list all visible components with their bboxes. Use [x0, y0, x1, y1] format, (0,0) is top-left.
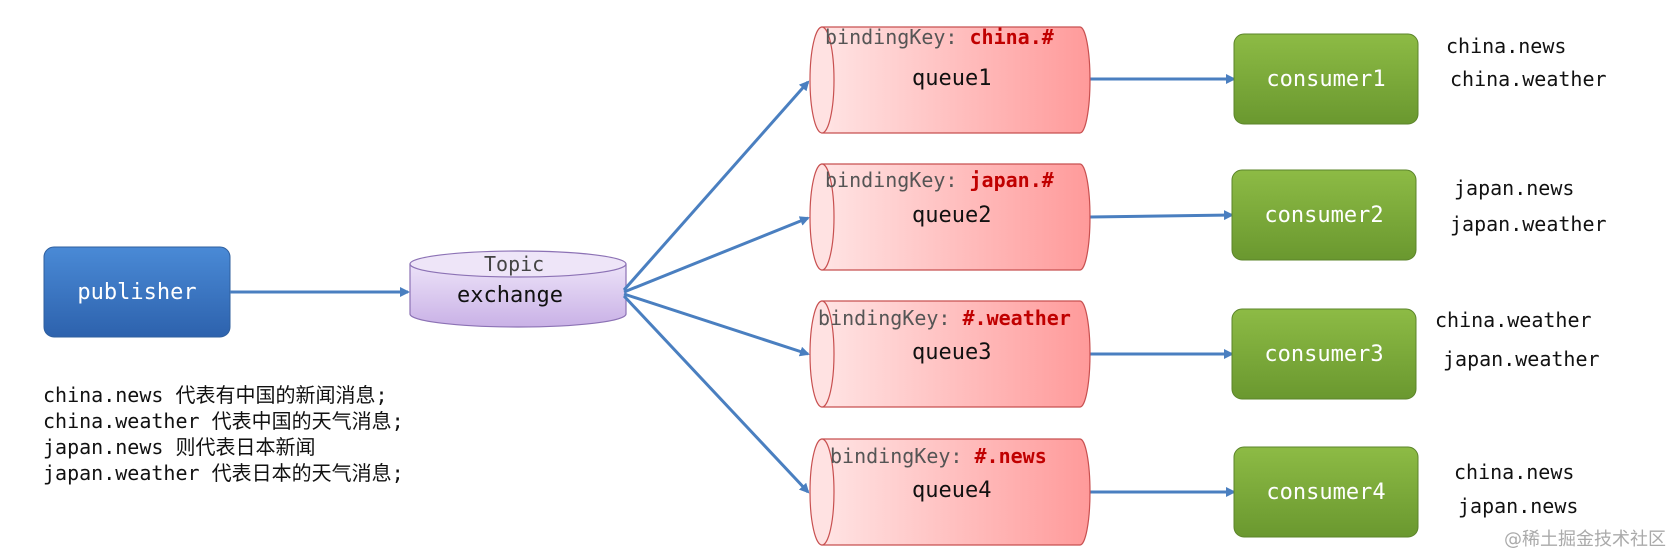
binding-prefix: bindingKey: [825, 168, 970, 192]
consumer4-routing-key: japan.news [1458, 494, 1579, 518]
consumer1-routing-key: china.news [1446, 34, 1567, 58]
arrow-exchange-queue3 [623, 292, 810, 357]
watermark: @稀土掘金技术社区 [1504, 529, 1666, 550]
queue1-binding-key: bindingKey: china.# [825, 25, 1054, 49]
arrow-exchange-queue2 [623, 216, 810, 294]
legend-line: japan.news 则代表日本新闻 [43, 435, 316, 459]
publisher-label: publisher [77, 279, 197, 305]
exchange-name-label: exchange [457, 283, 563, 308]
exchange-type-label: Topic [484, 252, 545, 276]
consumer2-routing-key: japan.weather [1450, 212, 1607, 236]
routing-key-legend: china.news 代表有中国的新闻消息; china.weather 代表中… [43, 382, 404, 486]
consumer3-routing-key: china.weather [1435, 308, 1592, 332]
queue1-name: queue1 [912, 66, 992, 91]
queue1-cylinder [809, 26, 1091, 134]
binding-key-value: #.news [974, 444, 1047, 468]
consumer3-routing-key: japan.weather [1443, 347, 1600, 371]
queue3-name: queue3 [912, 340, 992, 365]
consumer2-label: consumer2 [1264, 202, 1384, 228]
consumer4-label: consumer4 [1266, 479, 1386, 505]
arrow-exchange-queue1 [622, 80, 810, 291]
queue4-cylinder [809, 438, 1091, 546]
queue2-name: queue2 [912, 203, 992, 228]
queue4-name: queue4 [912, 478, 992, 503]
binding-key-value: china.# [969, 25, 1054, 49]
legend-line: japan.weather 代表日本的天气消息; [43, 461, 404, 485]
binding-key-value: #.weather [962, 306, 1071, 330]
consumer3-box [1231, 308, 1417, 400]
binding-key-value: japan.# [969, 168, 1054, 192]
queue3-binding-key: bindingKey: #.weather [818, 306, 1071, 330]
arrow-exchange-queue4 [622, 294, 810, 494]
queue2-cylinder [809, 163, 1091, 271]
legend-line: china.weather 代表中国的天气消息; [43, 409, 404, 433]
binding-prefix: bindingKey: [818, 306, 963, 330]
consumer3-label: consumer3 [1264, 341, 1384, 367]
binding-prefix: bindingKey: [830, 444, 975, 468]
exchange-cylinder [409, 250, 627, 328]
consumer4-routing-key: china.news [1454, 460, 1575, 484]
consumer4-box [1233, 446, 1419, 538]
binding-prefix: bindingKey: [825, 25, 970, 49]
queue4-binding-key: bindingKey: #.news [830, 444, 1047, 468]
queue2-binding-key: bindingKey: japan.# [825, 168, 1054, 192]
legend-line: china.news 代表有中国的新闻消息; [43, 383, 388, 407]
consumer1-label: consumer1 [1266, 66, 1386, 92]
consumer2-routing-key: japan.news [1454, 176, 1575, 200]
queue3-cylinder [809, 300, 1091, 408]
consumer1-box [1233, 33, 1419, 125]
consumer2-box [1231, 169, 1417, 261]
consumer1-routing-key: china.weather [1450, 67, 1607, 91]
arrow-queue2-consumer2 [1089, 210, 1234, 221]
